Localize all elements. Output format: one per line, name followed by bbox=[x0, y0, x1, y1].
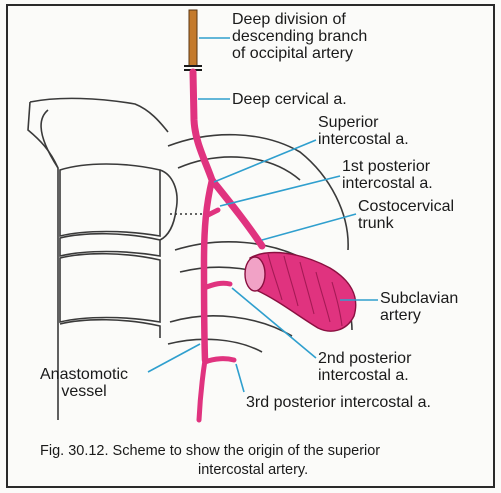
spinous-process bbox=[160, 170, 177, 240]
third-posterior-intercostal-branch bbox=[205, 359, 234, 362]
superior-intercostal-artery bbox=[204, 180, 212, 360]
deep-cervical-artery bbox=[193, 72, 212, 180]
arteries bbox=[193, 72, 262, 420]
label-costocervical: Costocervical trunk bbox=[358, 198, 454, 232]
label-deep-cervical: Deep cervical a. bbox=[232, 91, 347, 108]
figure-caption: Fig. 30.12. Scheme to show the origin of… bbox=[40, 442, 501, 480]
leader-superior-intercostal bbox=[214, 140, 316, 182]
caption-line-1: Fig. 30.12. Scheme to show the origin of… bbox=[40, 442, 501, 461]
leader-third-posterior bbox=[236, 364, 244, 392]
caption-line-2: intercostal artery. bbox=[40, 461, 501, 480]
vertebra-top-body bbox=[41, 110, 58, 168]
label-third-posterior: 3rd posterior intercostal a. bbox=[246, 394, 431, 411]
intervertebral-disc-1 bbox=[60, 234, 160, 256]
costocervical-trunk-vessel bbox=[212, 180, 262, 246]
rib-1 bbox=[168, 135, 348, 250]
label-superior-intercostal: Superior intercostal a. bbox=[318, 114, 409, 148]
label-anastomotic: Anastomotic vessel bbox=[40, 366, 128, 400]
rib-1-inner bbox=[178, 157, 300, 180]
subclavian-artery-tube bbox=[245, 253, 356, 332]
vertebra-top bbox=[30, 98, 168, 132]
label-subclavian: Subclavian artery bbox=[380, 290, 458, 324]
leader-costocervical bbox=[262, 214, 356, 240]
occipital-branch bbox=[189, 10, 197, 66]
leader-anastomotic bbox=[148, 344, 200, 372]
rib-3 bbox=[170, 316, 292, 336]
intervertebral-disc-2 bbox=[60, 320, 160, 338]
second-posterior-intercostal-branch bbox=[204, 283, 230, 288]
vertebra-body-1 bbox=[60, 164, 160, 236]
anastomotic-vessel bbox=[199, 360, 205, 420]
label-second-posterior: 2nd posterior intercostal a. bbox=[318, 350, 411, 384]
leader-first-posterior bbox=[220, 176, 340, 206]
label-first-posterior: 1st posterior intercostal a. bbox=[342, 158, 433, 192]
vertebra-body-2 bbox=[60, 254, 160, 322]
label-deep-division: Deep division of descending branch of oc… bbox=[232, 11, 367, 62]
rib-3-inner bbox=[168, 339, 262, 352]
